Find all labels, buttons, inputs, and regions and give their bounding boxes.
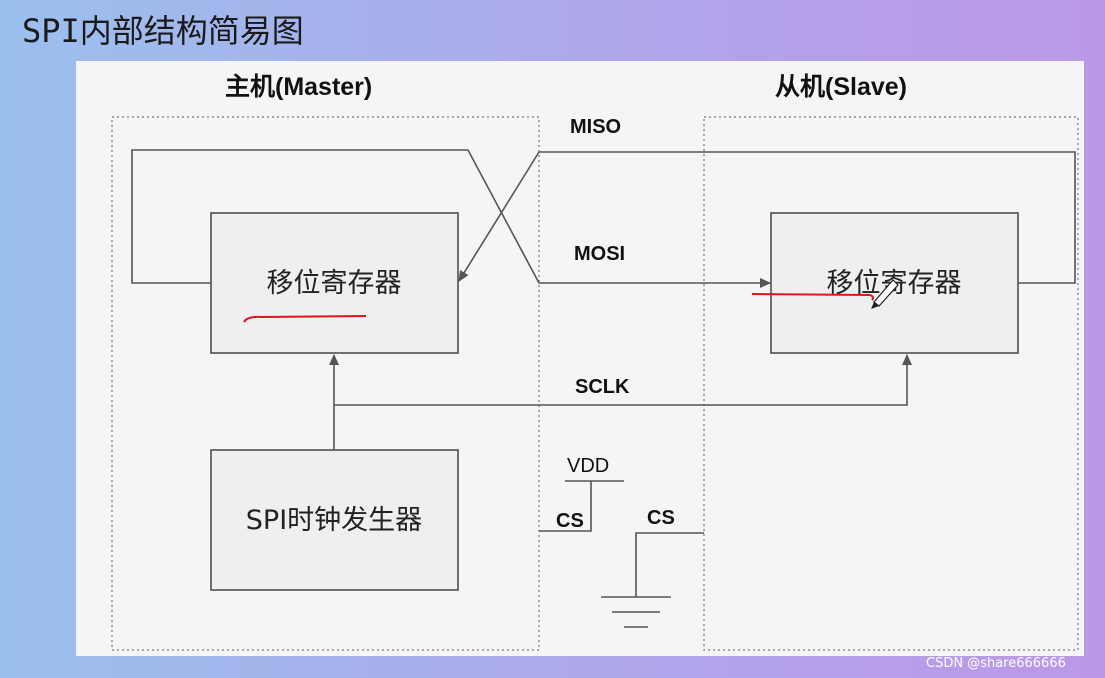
ground-icon (601, 596, 671, 628)
watermark: CSDN @share666666 (926, 656, 1066, 671)
master-header: 主机(Master) (225, 73, 372, 101)
pen-cursor-icon (871, 279, 899, 309)
vdd-label: VDD (567, 455, 609, 477)
master-out-line (131, 149, 771, 288)
slave-out-line (458, 151, 1076, 284)
slave-header: 从机(Slave) (775, 73, 907, 101)
cs-master-line (539, 481, 592, 532)
master-shift-register-label: 移位寄存器 (267, 268, 402, 299)
annotation-underline-slave (751, 293, 875, 301)
miso-label: MISO (570, 116, 621, 138)
sclk-label: SCLK (575, 376, 630, 398)
clock-generator-box (210, 449, 459, 591)
mosi-label: MOSI (574, 243, 625, 265)
cs-slave-line (635, 532, 704, 597)
cs-slave-label: CS (647, 507, 675, 529)
master-shift-register-box (210, 212, 459, 354)
slave-region (703, 116, 1079, 651)
annotation-underline-master (243, 315, 367, 323)
sclk-line (333, 354, 912, 450)
clock-generator-label: SPI时钟发生器 (246, 505, 422, 536)
slide-title: SPI内部结构简易图 (22, 12, 304, 50)
cs-master-label: CS (556, 510, 584, 532)
